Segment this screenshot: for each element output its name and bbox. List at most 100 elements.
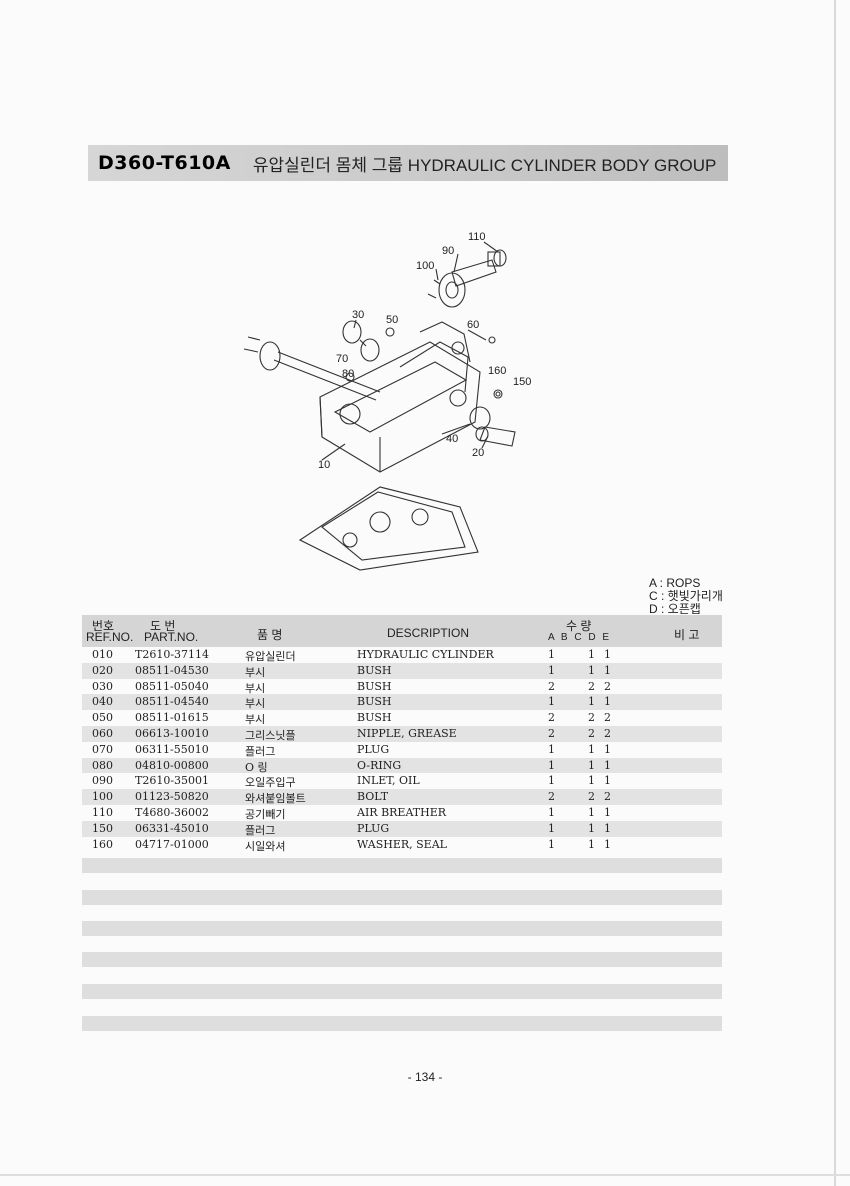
ref-number: 150 [92,821,113,835]
qty-d: 1 [604,648,611,661]
part-description: PLUG [357,821,390,835]
legend-line: C : 햇빛가리개 [649,589,723,603]
table-row: 020 08511-04530 부시 BUSH 1 1 1 [82,662,722,679]
part-name-ko: 공기빼기 [245,807,286,821]
part-number: T2610-35001 [135,774,210,788]
ref-number: 070 [92,742,113,756]
part-name-ko: 플러그 [245,744,276,758]
qty-a: 1 [548,774,555,788]
qty-a: 2 [548,726,555,740]
part-number: 06331-45010 [135,821,209,835]
part-name-ko: 오일주입구 [245,776,296,790]
qty-c: 1 [588,805,595,819]
part-number: 08511-05040 [135,679,209,693]
header-remark: 비 고 [674,628,700,642]
qty-c: 2 [588,679,595,693]
callout-label: 90 [442,245,454,257]
parts-table-header: 번호 REF.NO. 도 번 PART.NO. 품 명 DESCRIPTION … [82,615,722,647]
qty-a: 1 [548,805,555,819]
part-number: 01123-50820 [135,790,209,804]
part-name-ko: 부시 [245,713,266,727]
qty-d: 1 [604,758,611,772]
table-row: 150 06331-45010 플러그 PLUG 1 1 1 [82,820,722,837]
ref-number: 080 [92,758,113,772]
part-number: 08511-01615 [135,711,209,725]
part-name-ko: 플러그 [245,823,276,837]
table-row: 160 04717-01000 시일와셔 WASHER, SEAL 1 1 1 [82,837,722,853]
qty-d: 1 [604,742,611,756]
qty-a: 1 [548,758,555,772]
group-title: 유압실린더 몸체 그룹 HYDRAULIC CYLINDER BODY GROU… [252,155,717,175]
qty-a: 2 [548,790,555,804]
table-row: 040 08511-04540 부시 BUSH 1 1 1 [82,694,722,710]
qty-d: 1 [604,695,611,709]
part-number: T2610-37114 [135,648,210,661]
qty-a: 1 [548,821,555,835]
empty-table-row [82,984,722,999]
qty-a: 2 [548,679,555,693]
part-description: BUSH [357,711,392,725]
table-row: 110 T4680-36002 공기빼기 AIR BREATHER 1 1 1 [82,805,722,821]
part-description: INLET, OIL [357,774,420,788]
qty-c: 1 [588,837,595,851]
qty-c: 2 [588,711,595,725]
empty-table-row [82,921,722,936]
table-row: 060 06613-10010 그리스닛플 NIPPLE, GREASE 2 2… [82,725,722,742]
callout-label: 60 [467,319,479,331]
part-name-ko: 그리스닛플 [245,728,296,742]
callout-label: 40 [446,433,458,445]
ref-number: 110 [92,805,113,819]
part-description: BUSH [357,679,392,693]
qty-c: 1 [588,648,595,661]
part-description: O-RING [357,758,402,772]
part-number: 06613-10010 [135,726,209,740]
part-name-ko: 부시 [245,697,266,711]
part-description: WASHER, SEAL [357,837,447,851]
callout-label: 80 [342,368,354,380]
part-name-ko: 와셔붙임볼트 [245,792,306,806]
qty-c: 1 [588,742,595,756]
header-part-ko: 도 번 [150,619,176,633]
part-number: 08511-04540 [135,695,209,709]
qty-d: 2 [604,726,611,740]
callout-label: 150 [513,376,531,388]
table-row: 090 T2610-35001 오일주입구 INLET, OIL 1 1 1 [82,773,722,789]
legend-line: D : 오픈캡 [649,602,701,616]
qty-d: 1 [604,821,611,835]
qty-c: 1 [588,758,595,772]
part-description: AIR BREATHER [357,805,447,819]
part-name-ko: 유압실린더 [245,650,296,663]
qty-c: 2 [588,790,595,804]
legend-line: A : ROPS [649,576,701,590]
empty-table-row [82,858,722,873]
callout-label: 30 [352,309,364,321]
header-qty-columns: A B C D E [548,632,610,643]
callout-label: 50 [386,314,398,326]
model-legend: A : ROPS C : 햇빛가리개 D : 오픈캡 [649,577,723,616]
qty-d: 2 [604,711,611,725]
ref-number: 040 [92,695,113,709]
part-name-ko: 시일와셔 [245,839,286,853]
ref-number: 020 [92,663,113,677]
group-code: D360-T610A [98,152,231,174]
qty-c: 1 [588,821,595,835]
callout-label: 20 [472,447,484,459]
table-row: 080 04810-00800 O 링 O-RING 1 1 1 [82,757,722,774]
qty-a: 2 [548,711,555,725]
header-description: DESCRIPTION [387,626,470,640]
page-number: - 134 - [407,1070,443,1084]
ref-number: 160 [92,837,113,851]
ref-number: 010 [92,648,113,661]
part-number: T4680-36002 [135,805,210,819]
callout-label: 100 [416,260,434,272]
exploded-parts-diagram: 110 90 100 30 50 60 70 80 160 150 40 20 … [230,222,550,572]
part-description: BUSH [357,663,392,677]
part-name-ko: O 링 [245,760,268,774]
ref-number: 090 [92,774,113,788]
ref-number: 030 [92,679,113,693]
callout-label: 160 [488,365,506,377]
qty-a: 1 [548,742,555,756]
title-bar: D360-T610A 유압실린더 몸체 그룹 HYDRAULIC CYLINDE… [88,145,728,181]
part-description: HYDRAULIC CYLINDER [357,648,494,661]
header-ref-ko: 번호 [92,619,115,633]
